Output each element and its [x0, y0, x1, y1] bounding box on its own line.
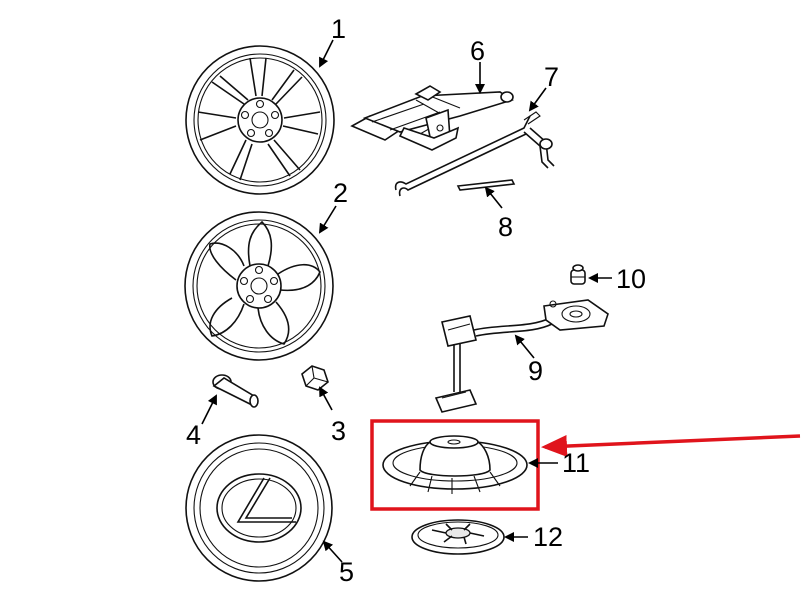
lug-nut	[301, 365, 329, 391]
valve-stem	[212, 374, 259, 408]
jack-handle	[394, 111, 555, 197]
callout-2: 2	[333, 178, 348, 208]
callout-12: 12	[533, 522, 563, 552]
callout-1: 1	[331, 14, 346, 44]
highlight-box	[370, 419, 540, 511]
wheel-five-spoke	[184, 211, 334, 361]
highlight-arrow	[541, 434, 801, 458]
scissor-jack	[350, 85, 514, 151]
wheel-split-spoke	[185, 45, 335, 195]
callout-10: 10	[616, 264, 646, 294]
callout-7: 7	[544, 62, 559, 92]
callout-6: 6	[470, 36, 485, 66]
center-cap	[185, 434, 333, 582]
callout-3: 3	[331, 416, 346, 446]
callout-11: 11	[562, 448, 590, 478]
leader-lines	[201, 39, 612, 563]
spare-tire-spacer	[382, 435, 528, 494]
callout-9: 9	[528, 356, 543, 386]
spare-tire-carrier	[434, 299, 609, 413]
wrench	[456, 179, 516, 191]
callout-4: 4	[186, 420, 201, 450]
callout-8: 8	[498, 212, 513, 242]
spare-wheel-cover	[411, 519, 505, 555]
callout-5: 5	[339, 557, 354, 587]
hanger-bolt	[570, 264, 586, 285]
